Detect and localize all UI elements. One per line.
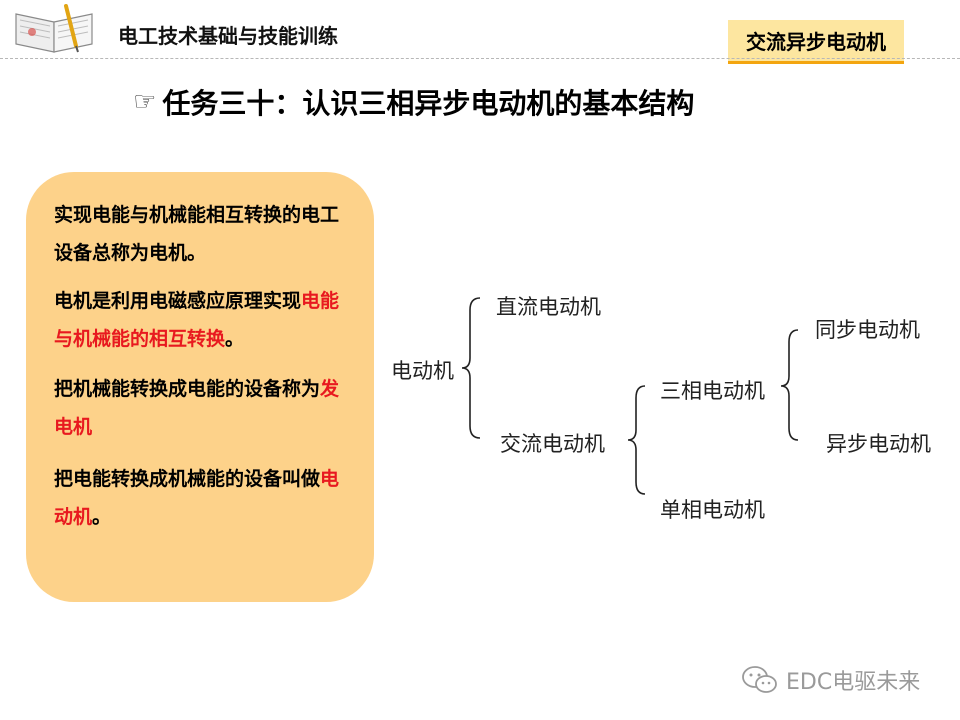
definition-3-text: 把机械能转换成电能的设备称为 [54,378,321,400]
tree-root-motor: 电动机 [391,359,454,383]
brace-root [461,297,481,439]
watermark-text: EDC电驱未来 [786,670,921,695]
tree-single-phase-motor: 单相电动机 [660,498,765,522]
tree-dc-motor: 直流电动机 [496,295,601,319]
definition-3: 把机械能转换成电能的设备称为发电机 [54,370,354,446]
slide-title: ☞ 任务三十：认识三相异步电动机的基本结构 [133,82,694,122]
tree-async-motor: 异步电动机 [826,432,931,456]
brace-three-phase [780,329,799,441]
wechat-icon [742,666,777,693]
tree-sync-motor: 同步电动机 [815,318,920,342]
book-logo [6,2,104,58]
definition-4: 把电能转换成机械能的设备叫做电动机。 [54,460,354,536]
definition-4-end: 。 [92,506,112,528]
header-divider [0,58,960,59]
definition-2-highlight: 电能与机械能的相互转换 [54,290,340,350]
topic-badge: 交流异步电动机 [728,20,904,64]
tree-three-phase-motor: 三相电动机 [660,379,765,403]
definition-1: 实现电能与机械能相互转换的电工设备总称为电机。 [54,204,340,264]
definition-4-text: 把电能转换成机械能的设备叫做 [54,468,321,490]
slide-title-text: 任务三十：认识三相异步电动机的基本结构 [162,87,695,120]
pointing-hand-icon: ☞ [133,87,157,117]
definition-3-highlight: 发电机 [54,378,340,438]
definition-2-end: 。 [225,328,245,350]
definition-2-text: 电机是利用电磁感应原理实现 [54,290,302,312]
definition-panel: 实现电能与机械能相互转换的电工设备总称为电机。 电机是利用电磁感应原理实现电能与… [26,172,374,602]
course-title: 电工技术基础与技能训练 [118,24,338,48]
brace-ac [627,385,646,495]
definition-4-highlight: 电动机 [54,468,340,528]
watermark: EDC电驱未来 [740,664,920,696]
tree-ac-motor: 交流电动机 [500,432,605,456]
definition-2: 电机是利用电磁感应原理实现电能与机械能的相互转换。 [54,282,354,358]
